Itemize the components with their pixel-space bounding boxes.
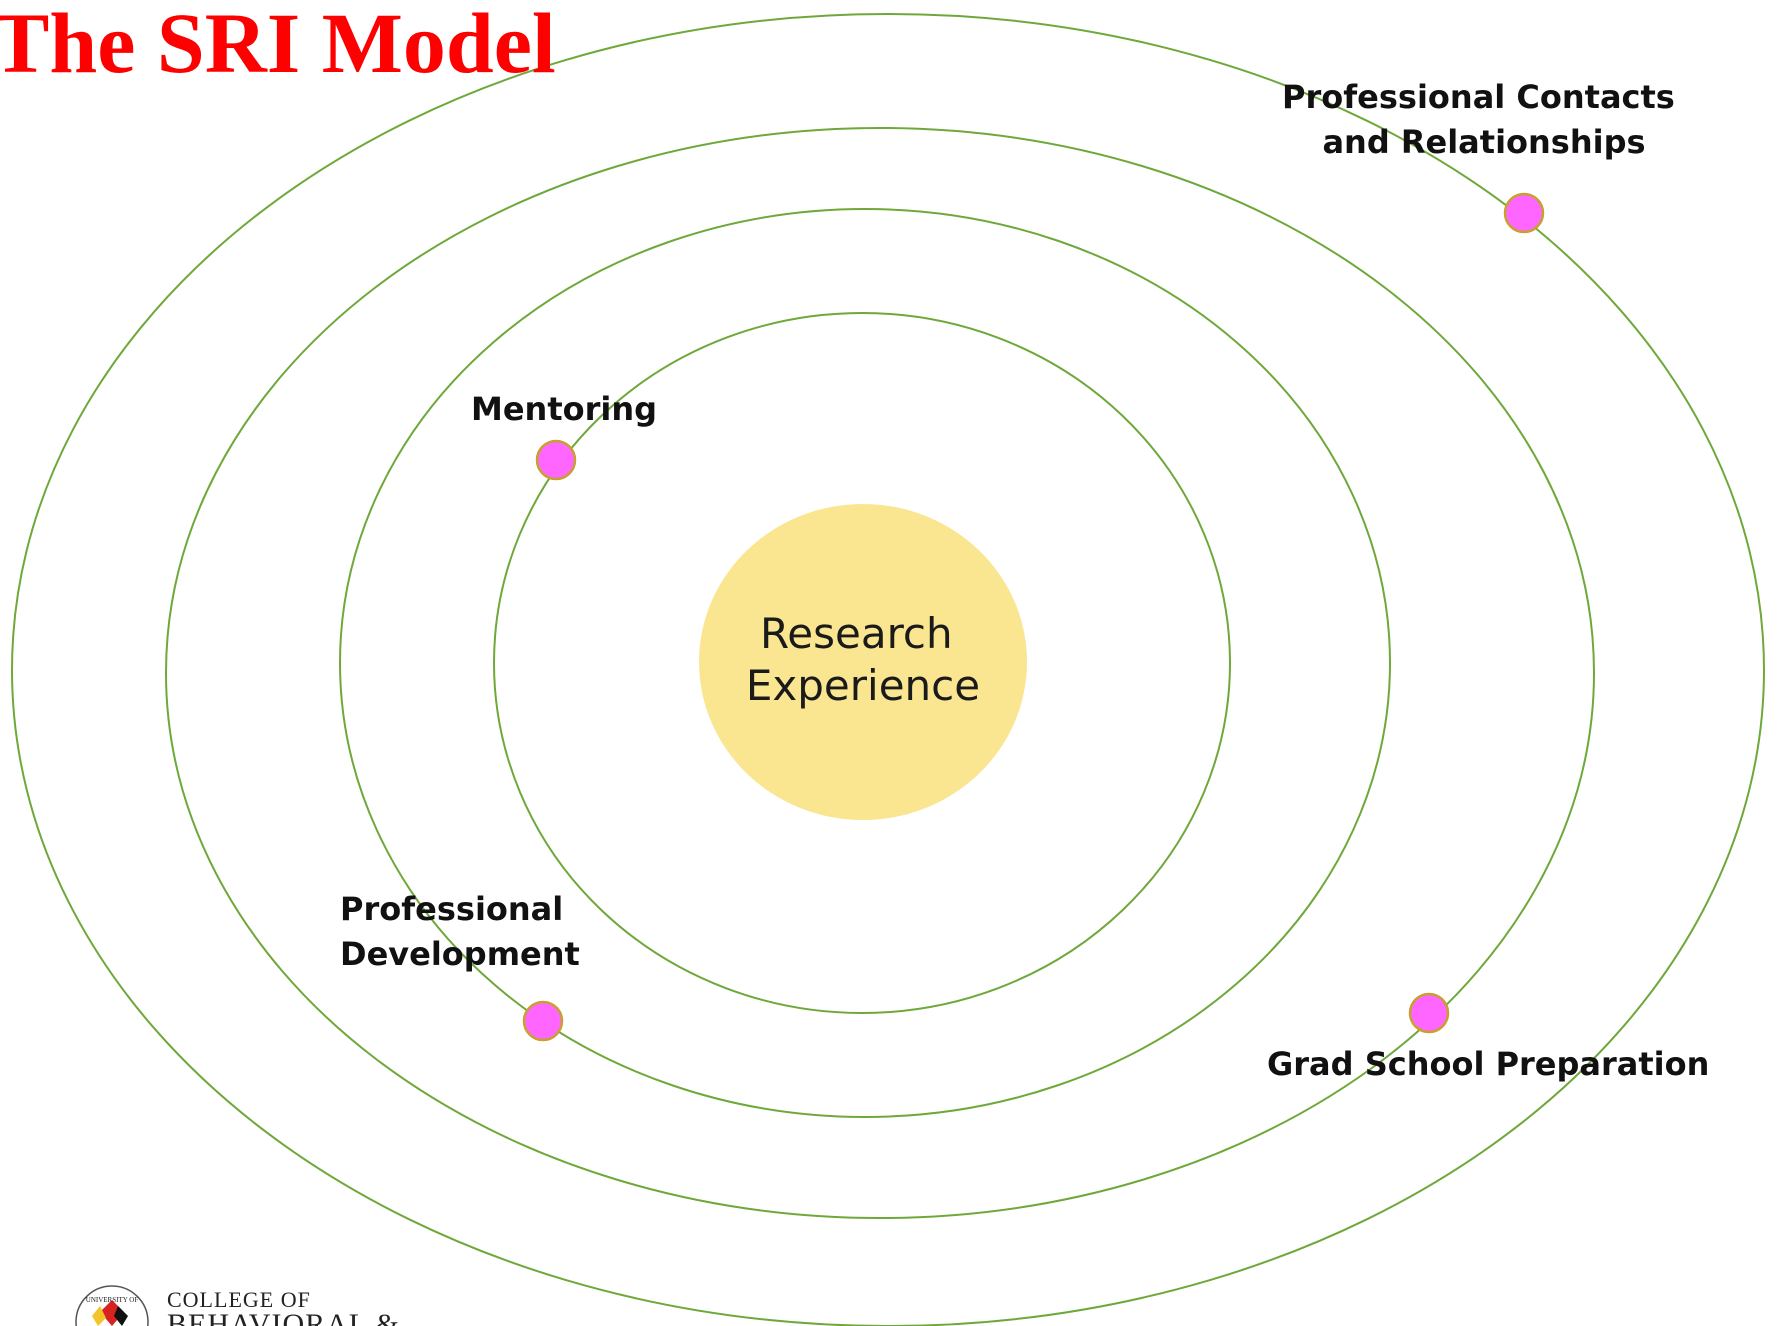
slide-title: The SRI Model — [0, 0, 556, 91]
grad-school-dot — [1408, 992, 1450, 1034]
orbit-ring-inner — [493, 312, 1231, 1014]
grad-school-label: Grad School Preparation — [1267, 1045, 1709, 1083]
seal-text: UNIVERSITY OF — [86, 1296, 139, 1304]
logo-line-2: BEHAVIORAL & — [167, 1308, 400, 1326]
center-label-line-2: Experience — [746, 661, 980, 710]
college-logo: UNIVERSITY OF COLLEGE OF BEHAVIORAL & — [75, 1285, 400, 1326]
orbit-ring-second — [339, 208, 1391, 1118]
professional-development-label: Professional Development — [340, 890, 580, 973]
university-seal-icon: UNIVERSITY OF — [75, 1285, 149, 1326]
center-label-line-1: Research — [760, 609, 953, 658]
mentoring-label: Mentoring — [471, 390, 657, 428]
professional-development-dot — [522, 1000, 564, 1042]
orbit-ring-outer — [11, 13, 1765, 1326]
logo-line-1: COLLEGE OF — [167, 1287, 311, 1312]
professional-contacts-dot — [1503, 192, 1545, 234]
research-experience-core — [699, 504, 1027, 820]
center-label: Research Experience — [746, 609, 980, 710]
mentoring-dot — [535, 439, 577, 481]
orbit-ring-third — [165, 127, 1595, 1219]
professional-contacts-label: Professional Contacts and Relationships — [1282, 78, 1686, 161]
